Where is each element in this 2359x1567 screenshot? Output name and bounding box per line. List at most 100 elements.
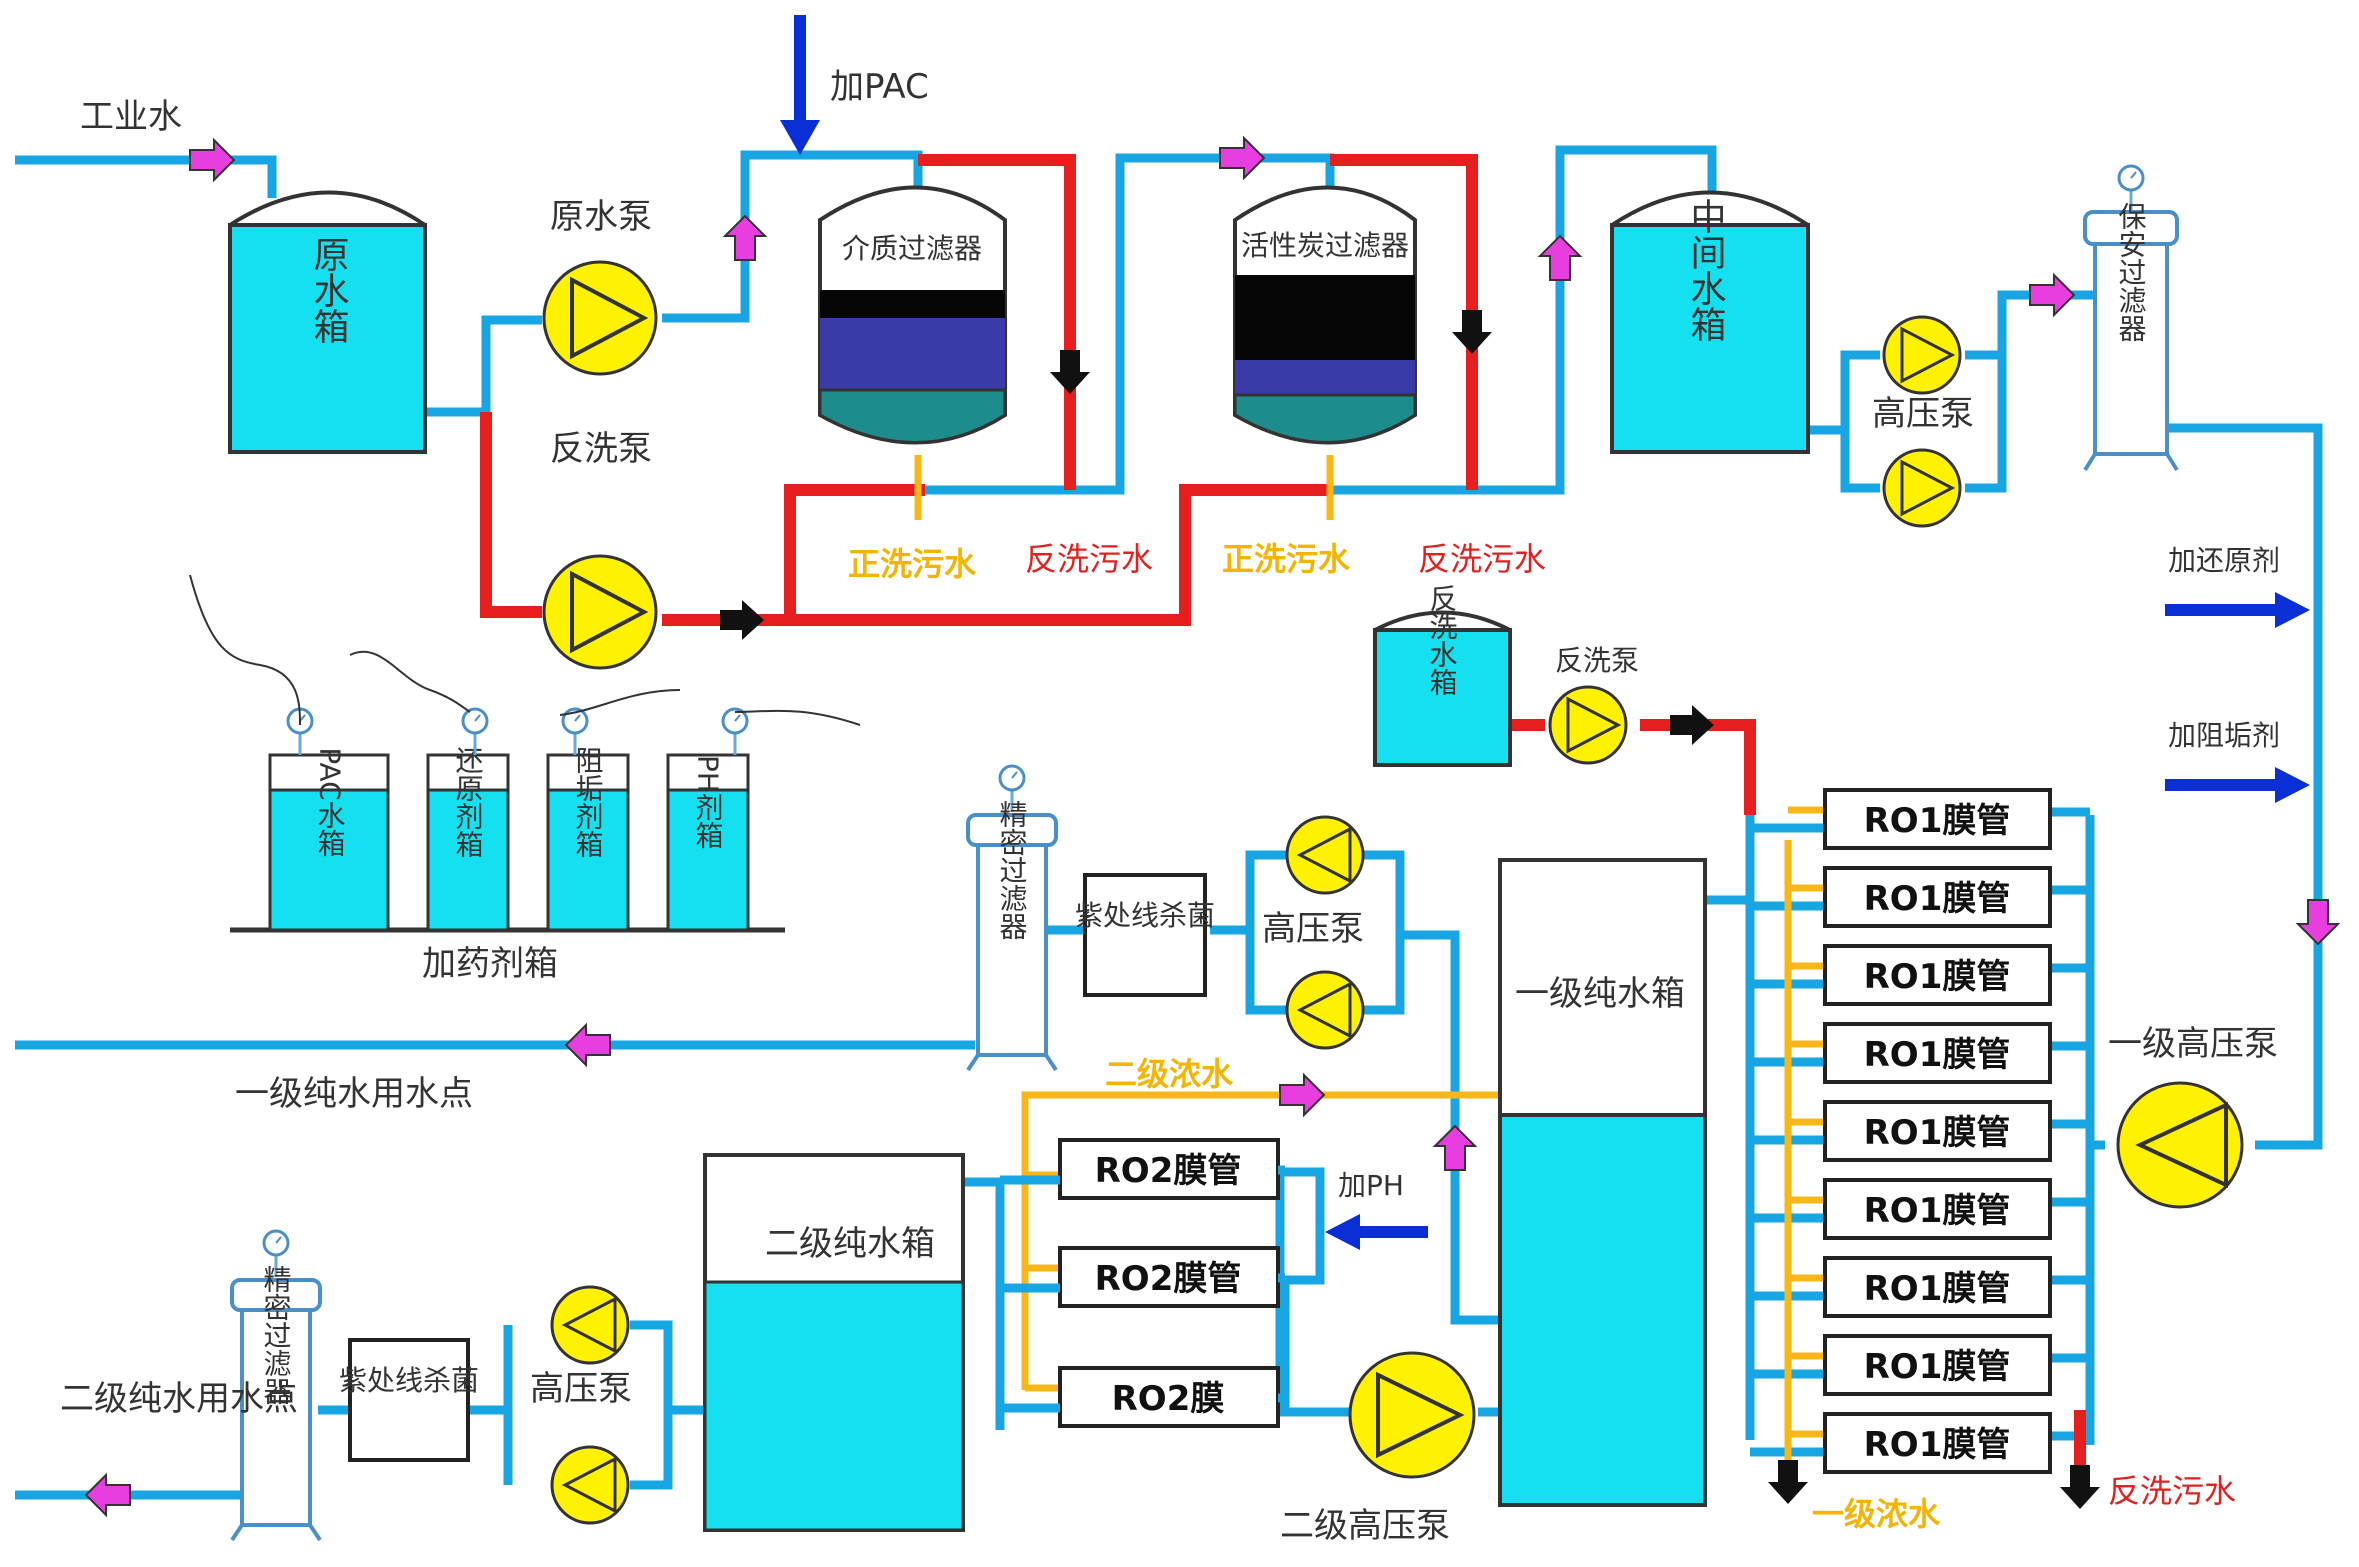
ro1-module-label: RO1膜管	[1864, 1191, 2011, 1231]
reductant-tank: 还原剂箱	[426, 746, 510, 932]
ro1-module-box	[1823, 1412, 2052, 1474]
raw-water-tank: 原水箱	[228, 190, 427, 454]
dosing-tanks: PAC水箱 还原剂箱 阻垢剂箱 PH剂箱 加药剂箱	[189, 574, 861, 984]
ro2-module: RO2膜	[1058, 1366, 1280, 1428]
ro1-module: RO1膜管	[1823, 866, 2052, 928]
uv-sterilizer-1: 紫处线杀菌	[1075, 873, 1215, 997]
ro1-module-box	[1823, 866, 2052, 928]
pac-tank: PAC水箱	[268, 747, 390, 932]
primary-hp-pump-label: 一级高压泵	[2108, 1024, 2278, 1064]
backwash-tank: 反洗水箱	[1373, 584, 1512, 767]
ro1-module: RO1膜管	[1823, 1256, 2052, 1318]
add-pac-label: 加PAC	[830, 67, 929, 107]
ro1-module-label: RO1膜管	[1864, 1113, 2011, 1153]
pac-tank-label: PAC水箱	[314, 747, 347, 856]
ro1-module-label: RO1膜管	[1864, 1347, 2011, 1387]
secondary-point-label: 二级纯水用水点	[60, 1379, 298, 1419]
raw-tank-label: 原水箱	[308, 236, 349, 344]
ph-tank: PH剂箱	[666, 753, 750, 932]
ro1-module: RO1膜管	[1823, 1334, 2052, 1396]
security-filter: 保安过滤器	[2083, 164, 2179, 472]
ph-tank-label: PH剂箱	[692, 755, 725, 849]
pac-dosing-arrow	[780, 15, 820, 155]
primary-conc-label: 一级浓水	[1812, 1495, 1941, 1533]
ro1-module-label: RO1膜管	[1864, 957, 2011, 997]
ro1-module-box	[1823, 1178, 2052, 1240]
ro1-module-box	[1823, 1022, 2052, 1084]
ro1-module-label: RO1膜管	[1864, 1269, 2011, 1309]
ro1-module: RO1膜管	[1823, 1100, 2052, 1162]
ro2-modules: RO2膜管 RO2膜管 RO2膜	[1000, 1138, 1285, 1428]
backwash-waste-3-label: 反洗污水	[2108, 1472, 2236, 1510]
precision-filter-2: 精密过滤器	[230, 1229, 322, 1542]
backwash-pump-1	[542, 554, 658, 670]
backwash-pipes	[480, 154, 2086, 1500]
hp-pump-2-label: 高压泵	[1262, 909, 1364, 949]
add-reductant-label: 加还原剂	[2168, 544, 2280, 577]
carbon-filter-label: 活性炭过滤器	[1241, 229, 1409, 262]
industrial-water-label: 工业水	[80, 97, 182, 137]
precision-filter-1: 精密过滤器	[966, 764, 1058, 1072]
hp-pump-3b	[550, 1445, 630, 1525]
precision-filter-1-label: 精密过滤器	[996, 800, 1029, 940]
backwash-pump-2-label: 反洗泵	[1555, 644, 1639, 677]
ro2-module-label: RO2膜	[1112, 1379, 1225, 1419]
backwash-waste-2-label: 反洗污水	[1418, 540, 1546, 578]
ro1-module-label: RO1膜管	[1864, 1035, 2011, 1075]
primary-tank-label: 一级纯水箱	[1515, 974, 1685, 1014]
backwash-pump-1-label: 反洗泵	[550, 429, 652, 469]
concentrate-pipes	[914, 455, 1825, 1495]
raw-pump-label: 原水泵	[550, 197, 652, 237]
intermediate-tank: 中间水箱	[1610, 190, 1810, 454]
ro2-module-box	[1058, 1138, 1280, 1200]
hp-pump-1b	[1882, 448, 1962, 528]
dosing-arrows	[780, 15, 2310, 1250]
reductant-dosing-arrow	[2165, 592, 2310, 628]
labels: 工业水 加PAC 原水泵 反洗泵 高压泵 正洗污水 反洗污水 正洗污水 反洗污水…	[60, 67, 2280, 1546]
secondary-hp-pump-label: 二级高压泵	[1280, 1506, 1450, 1546]
forward-waste-2-label: 正洗污水	[1222, 540, 1351, 578]
ro2-module: RO2膜管	[1058, 1138, 1280, 1200]
ro1-module-label: RO1膜管	[1864, 1425, 2011, 1465]
primary-point-label: 一级纯水用水点	[235, 1074, 473, 1114]
forward-waste-1-label: 正洗污水	[848, 545, 977, 583]
ro1-module: RO1膜管	[1823, 788, 2052, 850]
ro1-modules: RO1膜管 RO1膜管 RO1膜管 RO1膜管 RO1膜管 RO1膜管 RO1膜管 RO1膜管…	[1823, 788, 2052, 1474]
ro1-module-box	[1823, 1334, 2052, 1396]
hp-pump-2b	[1285, 970, 1365, 1050]
secondary-tank-label: 二级纯水箱	[765, 1224, 935, 1264]
primary-hp-pump	[2116, 1081, 2244, 1209]
primary-pure-tank: 一级纯水箱	[1498, 858, 1707, 1507]
ro1-module-box	[1823, 788, 2052, 850]
backwash-tank-label: 反洗水箱	[1426, 584, 1459, 696]
media-filter-label: 介质过滤器	[842, 232, 982, 265]
ro1-module-label: RO1膜管	[1864, 801, 2011, 841]
hp-pump-1-label: 高压泵	[1872, 394, 1974, 434]
ph-dosing-arrow	[1325, 1214, 1428, 1250]
ro2-module-label: RO2膜管	[1095, 1151, 1242, 1191]
media-filter: 介质过滤器	[818, 185, 1007, 445]
backwash-waste-1-label: 反洗污水	[1025, 540, 1153, 578]
hp-pump-1a	[1882, 315, 1962, 395]
secondary-conc-label: 二级浓水	[1105, 1055, 1234, 1093]
hp-pump-3a	[550, 1285, 630, 1365]
security-filter-label: 保安过滤器	[2115, 202, 2148, 342]
ro1-module-box	[1823, 1100, 2052, 1162]
hp-pump-2a	[1285, 815, 1365, 895]
ro1-module: RO1膜管	[1823, 1022, 2052, 1084]
secondary-hp-pump	[1348, 1351, 1476, 1479]
carbon-filter: 活性炭过滤器	[1233, 185, 1417, 445]
antiscalant-dosing-arrow	[2165, 767, 2310, 803]
antiscalant-tank-label: 阻垢剂箱	[572, 746, 605, 858]
ro1-module: RO1膜管	[1823, 944, 2052, 1006]
ro2-module-label: RO2膜管	[1095, 1259, 1242, 1299]
precision-filter-2-label: 精密过滤器	[260, 1265, 293, 1405]
ro1-module: RO1膜管	[1823, 1412, 2052, 1474]
dosing-box-label: 加药剂箱	[422, 944, 558, 984]
secondary-pure-tank: 二级纯水箱	[703, 1153, 965, 1532]
uv-2-label: 紫处线杀菌	[339, 1364, 479, 1397]
ro1-module-box	[1823, 944, 2052, 1006]
ro2-module-box	[1058, 1246, 1280, 1308]
add-antiscalant-label: 加阻垢剂	[2168, 719, 2280, 752]
